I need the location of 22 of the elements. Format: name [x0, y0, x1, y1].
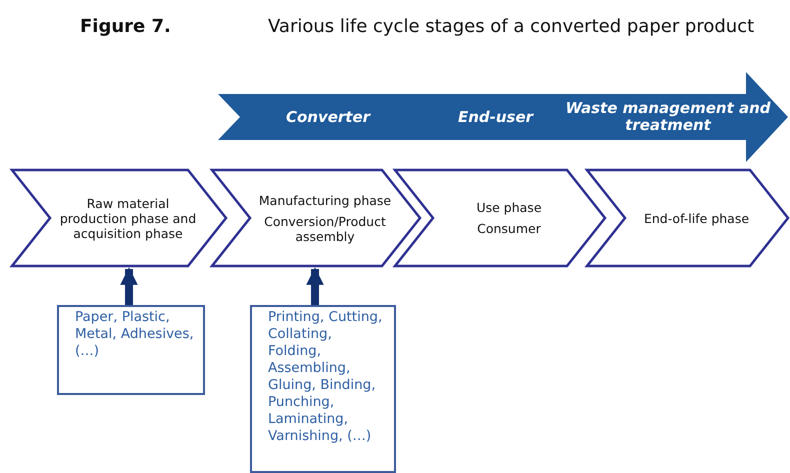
- step-text: Manufacturing phase: [258, 192, 392, 208]
- stage-label: End-user: [458, 108, 534, 126]
- item-list: Paper, Plastic, Metal, Adhesives, (…): [75, 309, 195, 360]
- step-text: Consumer: [477, 221, 541, 236]
- text-box: [57, 305, 205, 395]
- chevron-step: [585, 168, 790, 268]
- figure-number: Figure 7.: [80, 16, 171, 37]
- chevron-step: [393, 168, 607, 268]
- step-text: End-of-life phase: [644, 210, 750, 226]
- stage-label: Converter: [286, 108, 370, 126]
- text-box: [250, 305, 396, 473]
- chevron-step: [10, 168, 228, 268]
- banner-arrow: [218, 72, 788, 162]
- arrow: [306, 267, 324, 305]
- item-list: Printing, Cutting, Collating, Folding, Assembling, Gluing, Binding, Punching, Laminating, Varnishing, (…): [268, 309, 386, 445]
- chevron-step: [210, 168, 422, 268]
- step-text: Use phase: [476, 200, 542, 215]
- stage-label: Waste management and treatment: [564, 100, 772, 134]
- step-text: Raw material production phase and acquisition phase: [58, 196, 198, 240]
- arrow: [120, 267, 138, 305]
- step-text: Conversion/Product assembly: [263, 214, 387, 244]
- figure-title: Various life cycle stages of a converted paper product: [268, 16, 754, 37]
